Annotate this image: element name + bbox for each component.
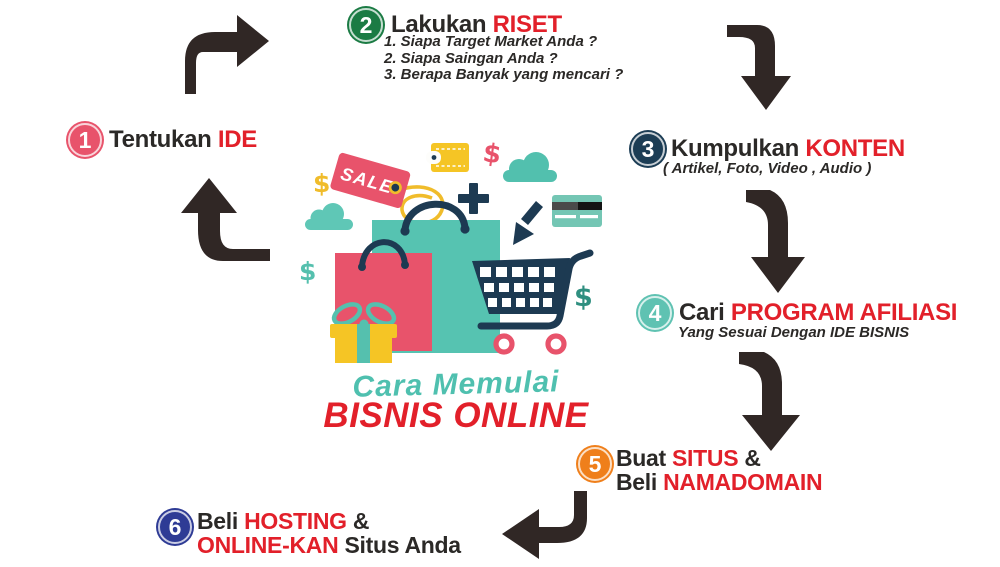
- plus-icon: [458, 183, 489, 214]
- step1-heading-black: Tentukan: [109, 126, 218, 153]
- step4-heading-red: PROGRAM AFILIASI: [730, 299, 958, 326]
- step5-line2: Beli NAMADOMAIN: [616, 468, 823, 495]
- step2-heading: Lakukan RISET: [391, 11, 562, 39]
- step4-badge: 4: [636, 294, 674, 332]
- arrow-step4-to-step5: [739, 352, 800, 451]
- step6-line1-red: HOSTING: [244, 508, 347, 534]
- dollar-icon: $: [313, 169, 330, 198]
- step6-line1: Beli HOSTING &: [197, 508, 461, 534]
- step6-heading: Beli HOSTING & ONLINE-KAN Situs Anda: [197, 508, 461, 558]
- step2-heading-red: RISET: [492, 11, 562, 38]
- step2-item-2: 2. Siapa Saingan Anda ?: [384, 49, 558, 67]
- credit-card-icon: [552, 195, 602, 227]
- step2-item-1: 1. Siapa Target Market Anda ?: [384, 33, 598, 50]
- step5-heading: Buat SITUS & Beli NAMADOMAIN: [616, 445, 823, 495]
- step5-line2-red: NAMADOMAIN: [663, 468, 823, 495]
- step1-heading: Tentukan IDE: [109, 126, 257, 154]
- step2-item-3: 3. Berapa Banyak yang mencari ?: [384, 66, 624, 83]
- step3-heading-red: KONTEN: [805, 135, 905, 162]
- step1-badge: 1: [66, 121, 104, 159]
- arrow-step5-to-step6: [502, 491, 587, 559]
- arrow-step3-to-step4: [746, 190, 805, 293]
- step3-note: ( Artikel, Foto, Video , Audio ): [663, 160, 872, 177]
- arrow-step1-to-step2: [185, 15, 269, 94]
- shopping-cart-icon: [472, 249, 594, 355]
- step5-line1-red: SITUS: [672, 445, 739, 471]
- cart-arrow-icon: [513, 201, 543, 245]
- cloud-icon: [305, 203, 353, 230]
- step6-badge: 6: [156, 508, 194, 546]
- arrow-center-to-step1: [181, 178, 270, 261]
- dollar-icon: $: [574, 282, 593, 313]
- step6-line1-amp: &: [346, 508, 370, 534]
- step1-heading-red: IDE: [217, 126, 257, 153]
- step5-line1: Buat SITUS &: [616, 445, 822, 471]
- step3-badge: 3: [629, 130, 667, 168]
- step6-line1-black: Beli: [197, 508, 245, 534]
- dollar-icon: $: [481, 138, 503, 170]
- shopping-illustration: $ $ $ $ SALE: [299, 138, 602, 363]
- step2-heading-black: Lakukan: [391, 11, 493, 38]
- step5-line1-black: Buat: [616, 445, 673, 471]
- gift-box-icon: [330, 302, 397, 363]
- step5-line1-amp: &: [738, 445, 761, 471]
- step6-line2-red: ONLINE-KAN: [197, 531, 339, 558]
- step2-badge: 2: [347, 6, 385, 44]
- step4-heading: Cari PROGRAM AFILIASI: [679, 299, 957, 327]
- cloud-icon: [503, 152, 557, 182]
- step6-line2: ONLINE-KAN Situs Anda: [197, 531, 461, 558]
- step4-heading-black: Cari: [679, 299, 731, 326]
- step6-line2-black: Situs Anda: [338, 531, 461, 558]
- step5-badge: 5: [576, 445, 614, 483]
- wallet-icon: [426, 143, 469, 172]
- step2-list: 1. Siapa Target Market Anda ? 2. Siapa S…: [384, 33, 624, 84]
- dollar-icon: $: [299, 257, 316, 286]
- sale-tag-icon: SALE: [330, 152, 411, 208]
- title-main: BISNIS ONLINE: [323, 396, 589, 435]
- step3-heading: Kumpulkan KONTEN: [671, 135, 905, 163]
- step5-line2-black: Beli: [616, 468, 664, 495]
- step4-note: Yang Sesuai Dengan IDE BISNIS: [678, 324, 910, 341]
- step3-heading-black: Kumpulkan: [671, 135, 806, 162]
- arrow-step2-to-step3: [727, 25, 791, 110]
